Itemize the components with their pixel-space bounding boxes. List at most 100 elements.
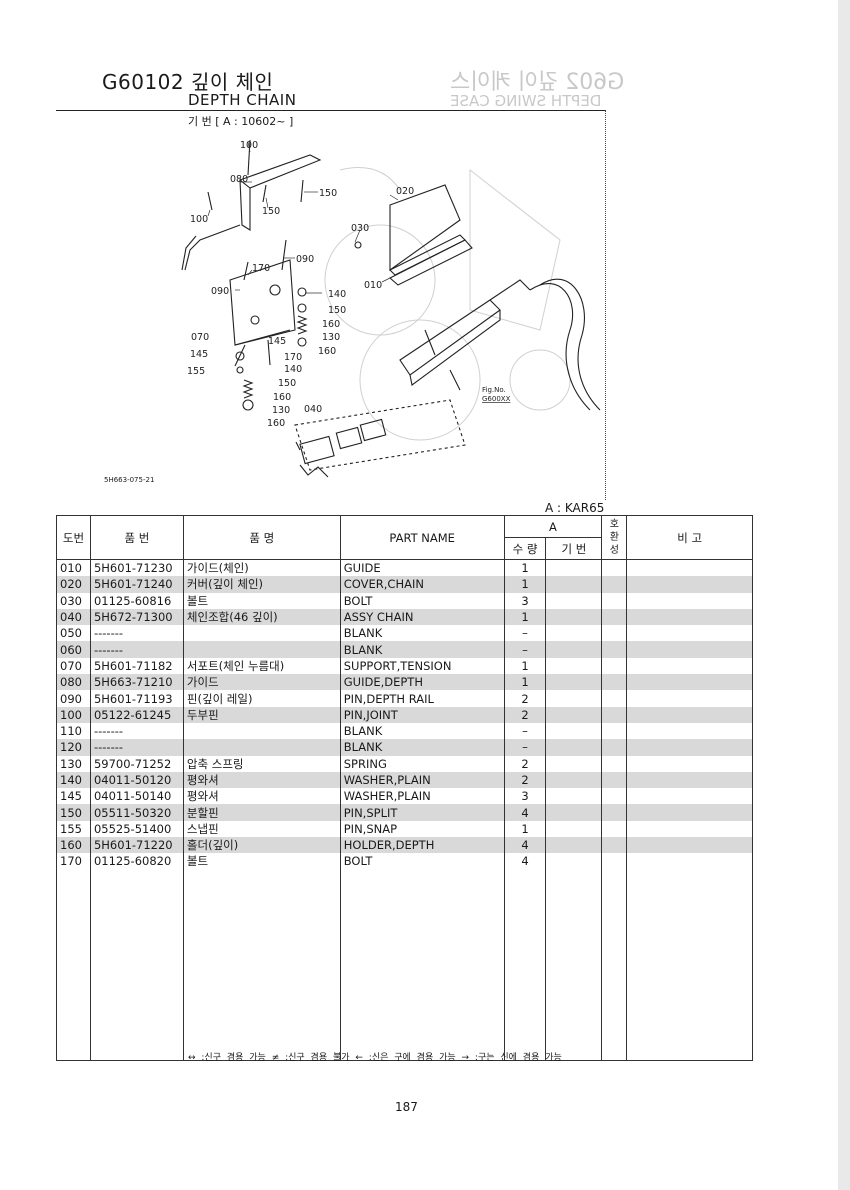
cell-compat — [601, 820, 628, 838]
cell-remarks — [626, 690, 753, 707]
table-row: 110-------BLANK– — [56, 722, 753, 740]
cell-name-kr: 서포트(체인 누름대) — [182, 657, 341, 675]
cell-remarks — [626, 576, 753, 593]
cell-part-name: BLANK — [339, 641, 505, 658]
bleed-through-subtitle: DEPTH SWING CASE — [450, 92, 602, 110]
cell-ref: 160 — [56, 837, 91, 854]
page-title-english: DEPTH CHAIN — [188, 91, 297, 109]
cell-remarks — [626, 674, 753, 691]
cell-ref: 155 — [56, 820, 91, 838]
callout-010: 010 — [364, 280, 382, 291]
page-number: 187 — [395, 1100, 418, 1114]
cell-compat — [601, 608, 628, 626]
cell-part-name: BOLT — [339, 853, 505, 870]
cell-ref: 100 — [56, 706, 91, 723]
table-row: 120-------BLANK– — [56, 739, 753, 756]
cell-qty: 4 — [503, 853, 547, 870]
cell-part-name: GUIDE — [339, 559, 505, 577]
fig-no-label: Fig.No. — [482, 386, 506, 394]
callout-130b: 130 — [272, 405, 290, 416]
cell-remarks — [626, 739, 753, 756]
table-row: 050-------BLANK– — [56, 625, 753, 642]
dotted-divider — [605, 110, 606, 500]
cell-qty: 2 — [503, 771, 547, 789]
page-title-code: G60102 깊이 체인 — [102, 70, 274, 94]
callout-145a: 145 — [268, 336, 286, 347]
cell-remarks — [626, 804, 753, 821]
cell-ref: 170 — [56, 853, 91, 870]
col-name-kr-header: 품 명 — [182, 515, 341, 560]
callout-140b: 140 — [284, 364, 302, 375]
cell-part-no: 04011-50140 — [89, 788, 184, 805]
col-partname-header: PART NAME — [339, 515, 505, 560]
cell-name-kr: 홀더(깊이) — [182, 837, 341, 854]
cell-part-no: 5H601-71240 — [89, 576, 184, 593]
model-designation: A : KAR65 — [545, 501, 605, 515]
cell-compat — [601, 837, 628, 854]
cell-qty: 2 — [503, 755, 547, 772]
cell-remarks — [626, 820, 753, 838]
cell-name-kr — [182, 722, 341, 740]
cell-qty: – — [503, 739, 547, 756]
cell-name-kr — [182, 641, 341, 658]
cell-ref: 145 — [56, 788, 91, 805]
serial-range: 기 번 [ A : 10602~ ] — [188, 115, 294, 128]
cell-serial — [545, 576, 603, 593]
diagram-figure-id: 5H663-075-21 — [104, 476, 155, 484]
cell-qty: – — [503, 722, 547, 740]
cell-part-no: 5H601-71182 — [89, 657, 184, 675]
cell-ref: 140 — [56, 771, 91, 789]
col-remarks-header: 비 고 — [626, 515, 753, 560]
callout-040: 040 — [304, 404, 322, 415]
cell-compat — [601, 788, 628, 805]
header-rule — [56, 110, 606, 111]
cell-qty: – — [503, 625, 547, 642]
cell-part-no: 05525-51400 — [89, 820, 184, 838]
cell-qty: 1 — [503, 576, 547, 593]
callout-020: 020 — [396, 186, 414, 197]
cell-remarks — [626, 625, 753, 642]
cell-serial — [545, 820, 603, 838]
cell-compat — [601, 559, 628, 577]
cell-part-no: 59700-71252 — [89, 755, 184, 772]
cell-ref: 010 — [56, 559, 91, 577]
cell-ref: 110 — [56, 722, 91, 740]
cell-ref: 020 — [56, 576, 91, 593]
cell-part-no: 05511-50320 — [89, 804, 184, 821]
callout-100a: 100 — [240, 140, 258, 151]
cell-serial — [545, 706, 603, 723]
cell-serial — [545, 625, 603, 642]
cell-compat — [601, 657, 628, 675]
table-header-row-1: 도번 품 번 품 명 PART NAME A 호환성 비 고 — [56, 515, 753, 560]
cell-compat — [601, 739, 628, 756]
cell-name-kr — [182, 739, 341, 756]
cell-serial — [545, 771, 603, 789]
cell-ref: 050 — [56, 625, 91, 642]
cell-ref: 040 — [56, 608, 91, 626]
cell-remarks — [626, 641, 753, 658]
cell-part-no: ------- — [89, 739, 184, 756]
cell-part-no: 5H601-71193 — [89, 690, 184, 707]
exploded-parts-diagram: 100 080 150 100 150 020 030 090 170 010 … — [181, 139, 601, 478]
cell-remarks — [626, 608, 753, 626]
cell-name-kr — [182, 625, 341, 642]
cell-remarks — [626, 771, 753, 789]
empty-cell — [182, 869, 341, 1061]
cell-compat — [601, 690, 628, 707]
cell-compat — [601, 804, 628, 821]
callout-160d: 160 — [267, 418, 285, 429]
cell-serial — [545, 739, 603, 756]
cell-name-kr: 볼트 — [182, 853, 341, 870]
cell-qty: 2 — [503, 706, 547, 723]
cell-serial — [545, 755, 603, 772]
callout-155: 155 — [187, 366, 205, 377]
cell-part-name: WASHER,PLAIN — [339, 771, 505, 789]
callout-160b: 160 — [318, 346, 336, 357]
